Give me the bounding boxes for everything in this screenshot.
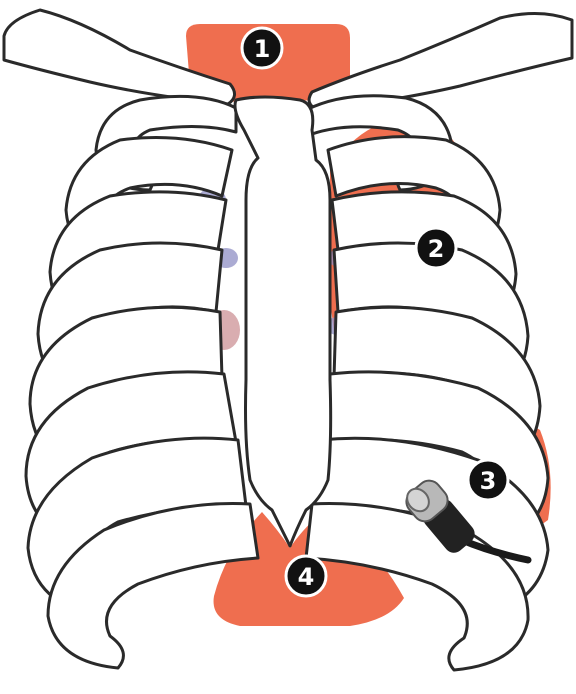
marker-4-label: 4 (298, 563, 315, 591)
marker-3-label: 3 (480, 467, 497, 495)
marker-2: 2 (416, 228, 456, 268)
sternum (235, 97, 331, 546)
marker-1: 1 (242, 28, 282, 68)
marker-1-label: 1 (254, 35, 271, 63)
marker-4: 4 (286, 556, 326, 596)
marker-2-label: 2 (428, 235, 445, 263)
marker-3: 3 (468, 460, 508, 500)
